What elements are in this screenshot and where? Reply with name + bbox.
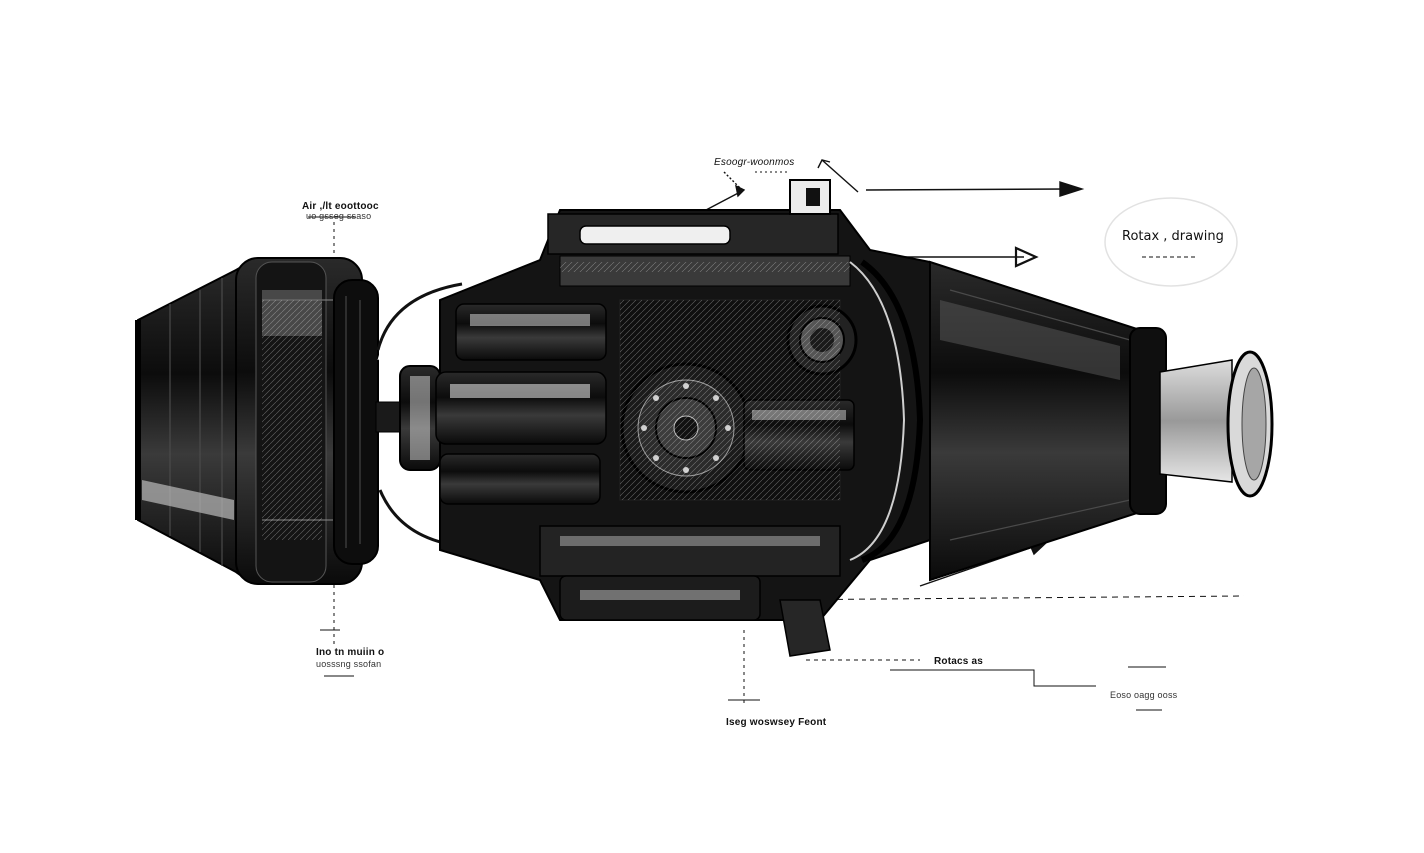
label-top-center: Esoogr-woonmos (714, 157, 795, 168)
label-bottom-center: Iseg woswsey Feont (726, 717, 827, 728)
label-bottom-left-sub: uosssng ssofan (316, 659, 382, 669)
engine-block (435, 179, 961, 657)
intake-housing (135, 257, 379, 585)
label-bottom-mid-right: Rotacs as (934, 656, 984, 667)
exhaust-nozzle (929, 260, 1274, 582)
label-bottom-right: Eoso oagg ooss (1110, 690, 1178, 700)
label-bottom-left: Ino tn muiin o (316, 647, 385, 658)
label-top-left: Air ,/lt eoottooc (302, 201, 379, 212)
drawing-title: Rotax , drawing (1122, 229, 1224, 244)
leader-lines (308, 171, 1245, 711)
drive-shaft (375, 282, 467, 548)
label-top-left-sub: uo gsseg ssaso (306, 211, 372, 221)
